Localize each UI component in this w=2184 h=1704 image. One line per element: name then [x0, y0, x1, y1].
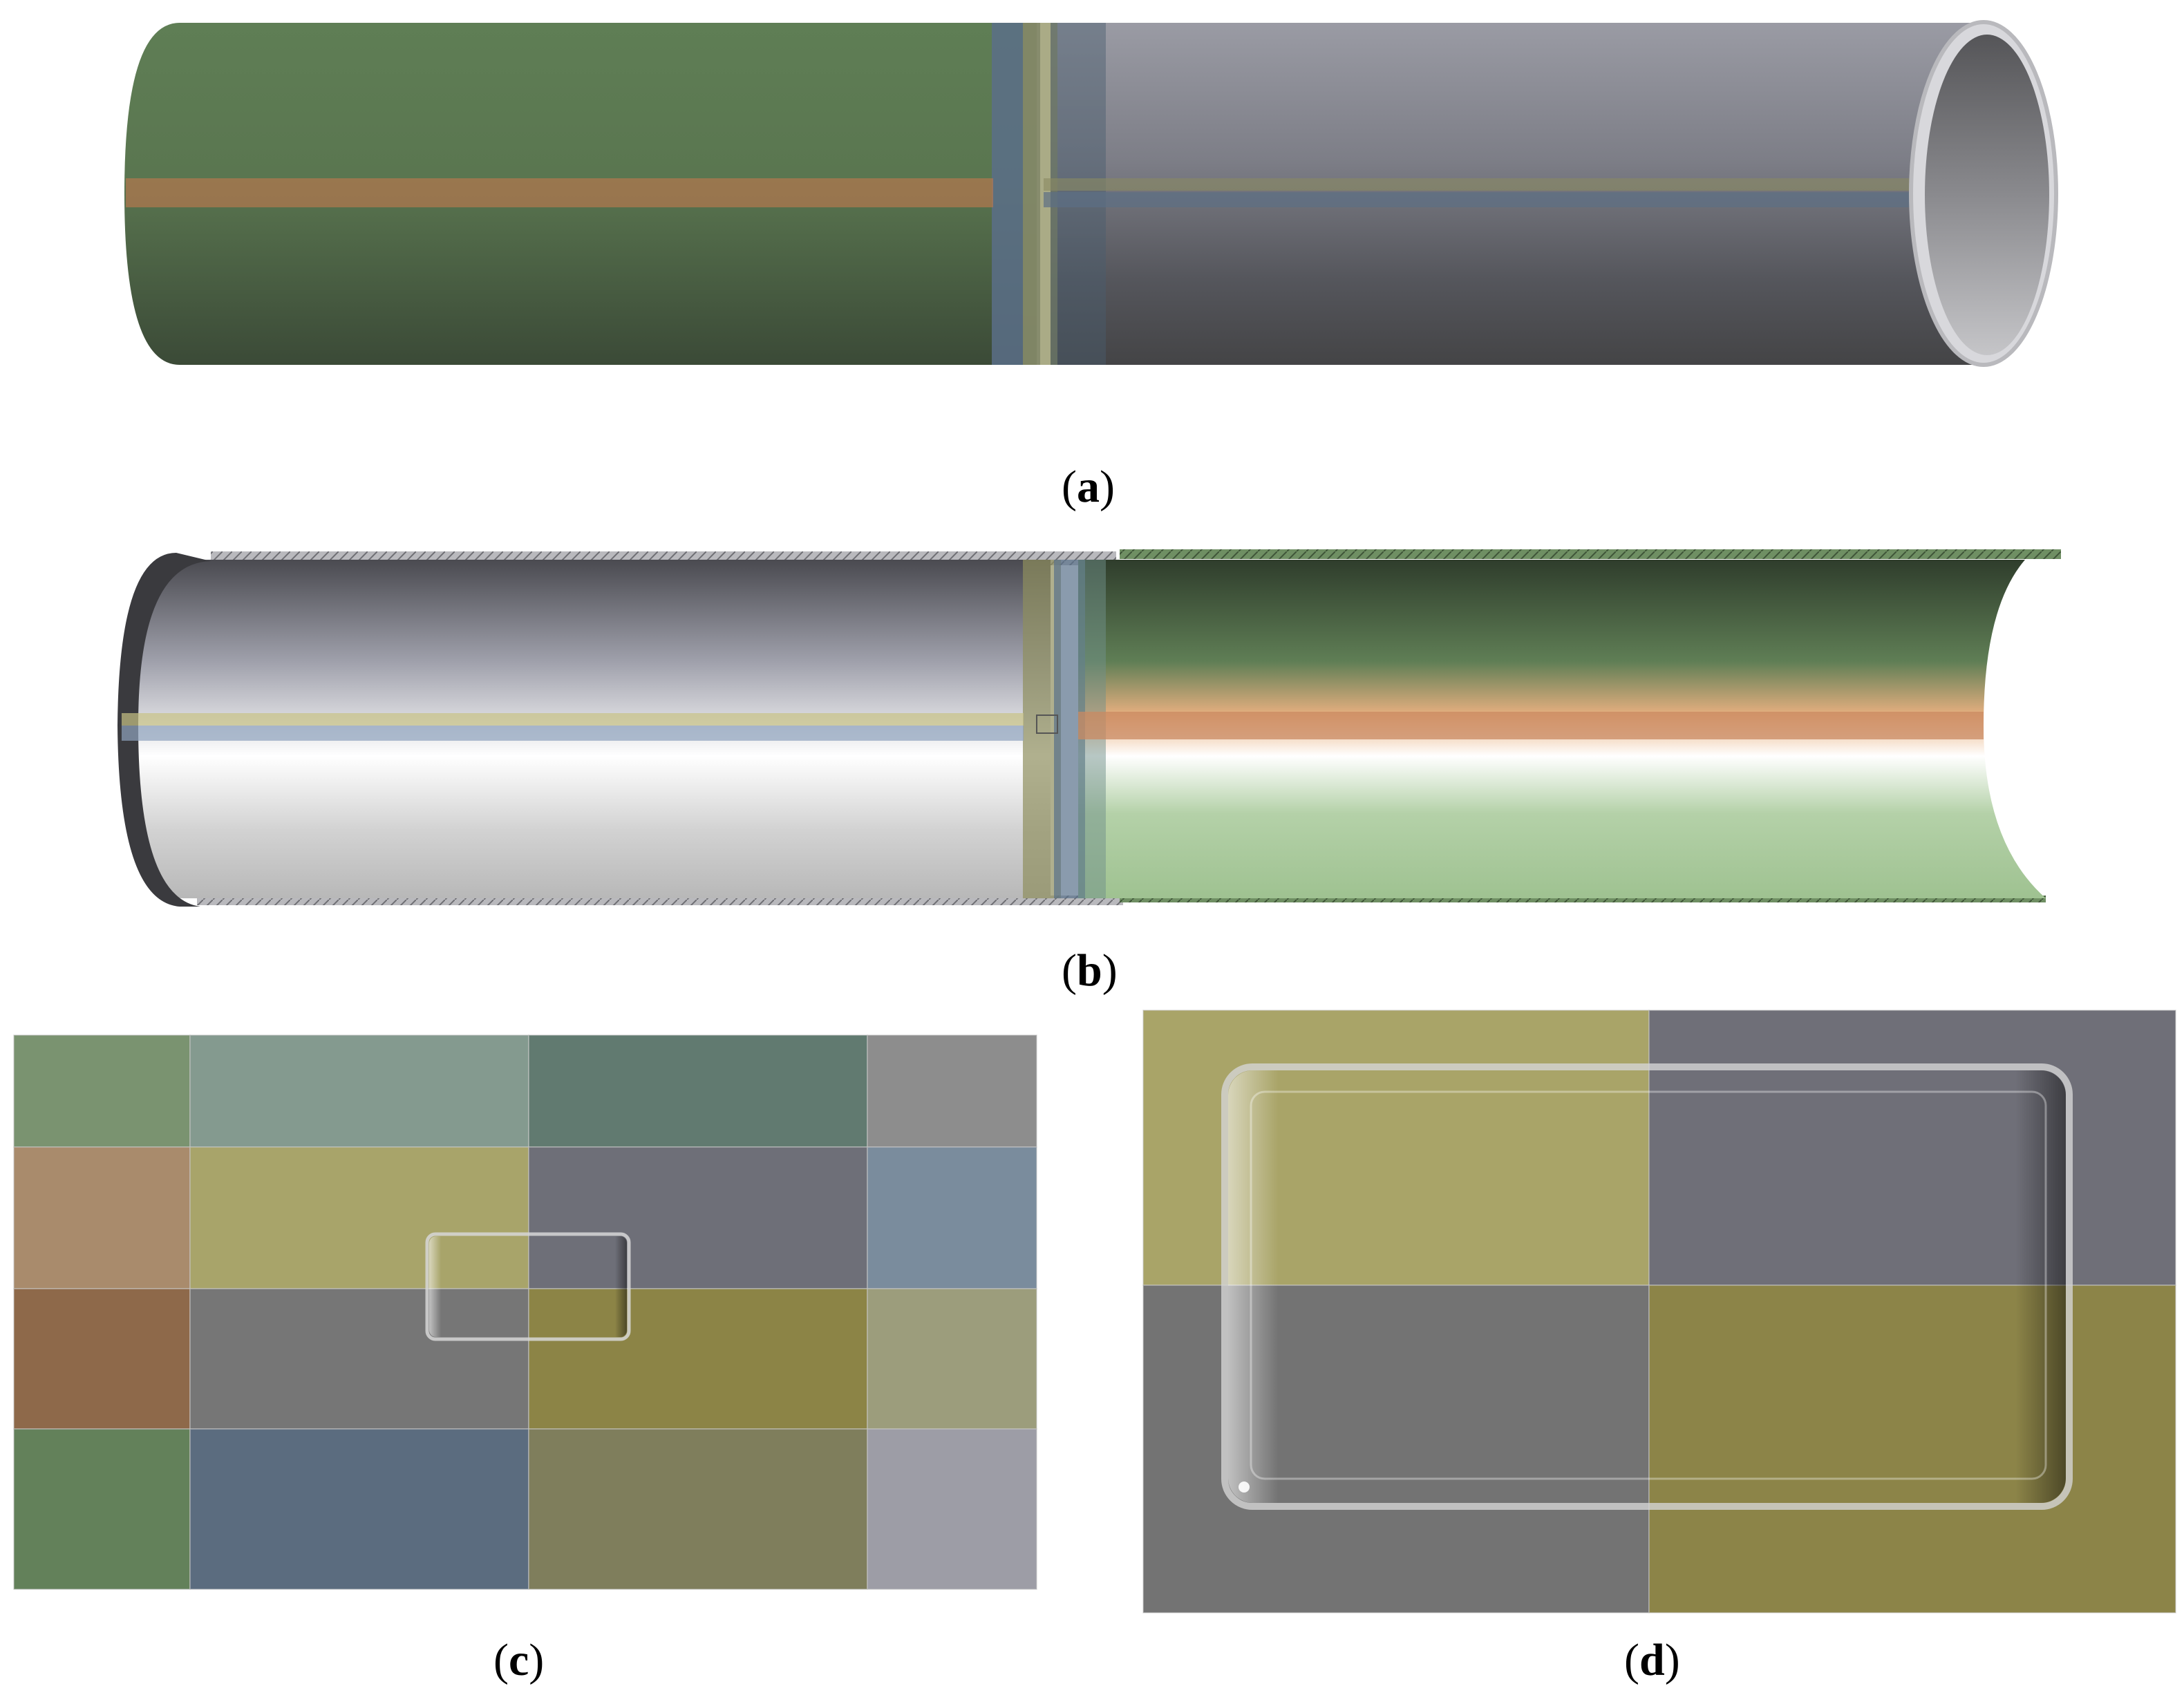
- composite-inner-strip-orange: [1078, 712, 1984, 739]
- closeup-recess-outline: [1221, 1063, 2073, 1510]
- panel-d-recess: [1221, 1063, 2073, 1510]
- panel-c-tile-r3-c2: [528, 1428, 868, 1590]
- composite-strip-orange: [126, 178, 993, 207]
- composite-wall-bottom-hatch: [1120, 896, 2046, 902]
- panel-c-tile-r2-c0: [13, 1288, 191, 1430]
- caption-d: (d): [1624, 1638, 1680, 1683]
- closeup-recess-highlight: [1239, 1481, 1250, 1493]
- panel-c-tile-r0-c3: [867, 1034, 1037, 1148]
- steel-strip-yellow: [1044, 178, 1914, 191]
- caption-c-open: (: [493, 1635, 509, 1685]
- caption-c-letter: c: [508, 1635, 529, 1685]
- steel-strip-blue: [1044, 192, 1914, 207]
- caption-d-letter: d: [1639, 1635, 1665, 1685]
- caption-d-close: ): [1664, 1635, 1680, 1685]
- steel-inner-strip-blue: [122, 726, 1024, 741]
- steel-inner-strip-yellow: [122, 713, 1024, 726]
- caption-a: (a): [1062, 464, 1115, 510]
- panel-c-tile-r0-c2: [528, 1034, 868, 1148]
- caption-b-open: (: [1062, 945, 1077, 996]
- panel-c-tile-r3-c1: [189, 1428, 529, 1590]
- composite-wall-top-hatch: [1120, 549, 2061, 559]
- left-end-rim: [117, 553, 211, 907]
- panel-c-tile-r2-c3: [867, 1288, 1037, 1430]
- closeup-recess-inner-edge: [1250, 1090, 2047, 1480]
- caption-a-letter: a: [1076, 462, 1100, 512]
- panel-c-recess: [425, 1232, 631, 1341]
- caption-b-close: ): [1102, 945, 1118, 996]
- panel-c-tile-r0-c1: [189, 1034, 529, 1148]
- panel-c-tile-r0-c0: [13, 1034, 191, 1148]
- caption-a-close: ): [1099, 462, 1115, 512]
- caption-d-open: (: [1624, 1635, 1639, 1685]
- panel-a-pipe-exterior: [124, 20, 2058, 367]
- panel-c-tile-r1-c0: [13, 1146, 191, 1289]
- pipe-open-end-bore: [1925, 35, 2049, 355]
- panel-c-tile-r1-c3: [867, 1146, 1037, 1289]
- caption-b: (b): [1062, 948, 1118, 994]
- panel-c-tile-r3-c0: [13, 1428, 191, 1590]
- joint-marker: [1036, 714, 1058, 734]
- caption-b-letter: b: [1076, 945, 1102, 996]
- caption-c: (c): [493, 1638, 544, 1683]
- recess-outline: [425, 1232, 631, 1341]
- recess-shading: [429, 1236, 627, 1337]
- caption-c-close: ): [529, 1635, 545, 1685]
- panel-c-tile-r3-c3: [867, 1428, 1037, 1590]
- caption-a-open: (: [1062, 462, 1077, 512]
- closeup-recess-shading: [1228, 1070, 2066, 1503]
- panel-b-pipe-section: [117, 549, 2061, 907]
